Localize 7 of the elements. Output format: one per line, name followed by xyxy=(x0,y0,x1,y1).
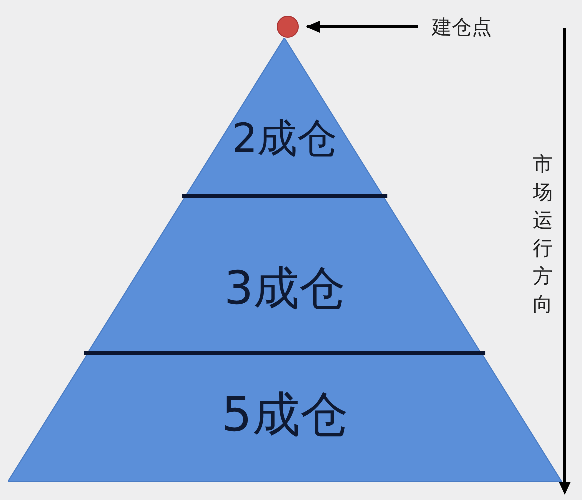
direction-label: 市场运行方向 xyxy=(533,151,554,318)
point-circle xyxy=(277,16,299,38)
pyramid-layer: 3成仓 xyxy=(88,196,482,353)
arrow xyxy=(306,21,418,33)
point-label: 建仓点 xyxy=(432,12,492,42)
pyramid-layer: 5成仓 xyxy=(8,353,562,482)
pyramid-layer: 2成仓 xyxy=(186,38,384,196)
